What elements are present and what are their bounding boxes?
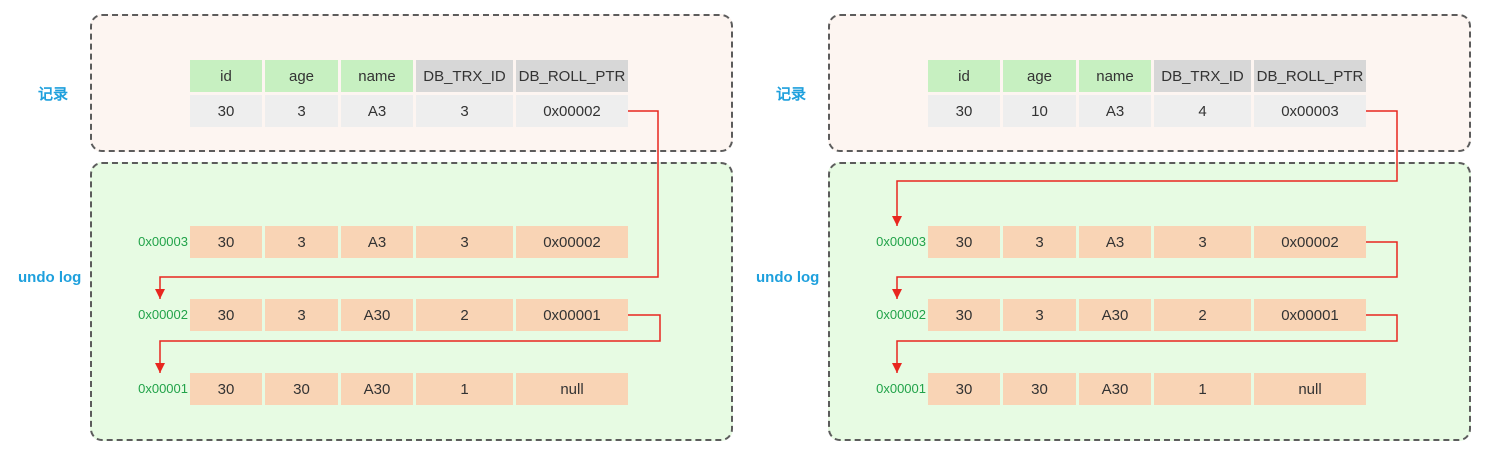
undo-cell-id: 30: [190, 373, 262, 405]
header-id: id: [190, 60, 262, 92]
undo-cell-id: 30: [928, 373, 1000, 405]
undo-cell-db-roll-ptr: null: [1254, 373, 1366, 405]
undo-cell-db-roll-ptr: 0x00001: [1254, 299, 1366, 331]
undo-address: 0x00002: [138, 307, 188, 322]
undo-cell-name: A30: [341, 299, 413, 331]
record-label: 记录: [38, 86, 69, 103]
undo-cell-age: 3: [265, 226, 338, 258]
header-name: name: [1079, 60, 1151, 92]
undo-cell-id: 30: [928, 226, 1000, 258]
undo-cell-db-roll-ptr: 0x00001: [516, 299, 628, 331]
header-db-trx-id: DB_TRX_ID: [416, 60, 513, 92]
undo-cell-age: 3: [265, 299, 338, 331]
header-age: age: [1003, 60, 1076, 92]
undo-cell-db-trx-id: 1: [1154, 373, 1251, 405]
record-cell-age: 10: [1003, 95, 1076, 127]
undo-cell-db-roll-ptr: null: [516, 373, 628, 405]
header-age: age: [265, 60, 338, 92]
record-cell-db-roll-ptr: 0x00003: [1254, 95, 1366, 127]
panel-left: 记录 undo log id age name DB_TRX_ID DB_ROL…: [0, 0, 740, 449]
undo-cell-db-trx-id: 3: [416, 226, 513, 258]
undo-cell-age: 3: [1003, 226, 1076, 258]
undo-log-label: undo log: [756, 269, 820, 286]
undo-cell-name: A30: [1079, 373, 1151, 405]
undo-log-label: undo log: [18, 269, 82, 286]
header-name: name: [341, 60, 413, 92]
record-cell-age: 3: [265, 95, 338, 127]
panel-right: 记录 undo log id age name DB_TRX_ID DB_ROL…: [738, 0, 1478, 449]
undo-address: 0x00001: [876, 381, 926, 396]
undo-cell-db-trx-id: 2: [416, 299, 513, 331]
undo-address: 0x00003: [876, 234, 926, 249]
undo-cell-age: 30: [265, 373, 338, 405]
undo-cell-id: 30: [928, 299, 1000, 331]
record-cell-db-trx-id: 3: [416, 95, 513, 127]
undo-cell-db-trx-id: 1: [416, 373, 513, 405]
undo-cell-id: 30: [190, 299, 262, 331]
header-db-roll-ptr: DB_ROLL_PTR: [516, 60, 628, 92]
record-cell-id: 30: [928, 95, 1000, 127]
record-cell-db-trx-id: 4: [1154, 95, 1251, 127]
undo-cell-db-trx-id: 3: [1154, 226, 1251, 258]
undo-cell-db-roll-ptr: 0x00002: [1254, 226, 1366, 258]
record-label: 记录: [776, 86, 807, 103]
undo-cell-name: A3: [1079, 226, 1151, 258]
header-db-roll-ptr: DB_ROLL_PTR: [1254, 60, 1366, 92]
undo-address: 0x00002: [876, 307, 926, 322]
record-cell-name: A3: [1079, 95, 1151, 127]
record-cell-name: A3: [341, 95, 413, 127]
undo-cell-db-trx-id: 2: [1154, 299, 1251, 331]
header-db-trx-id: DB_TRX_ID: [1154, 60, 1251, 92]
undo-cell-id: 30: [190, 226, 262, 258]
undo-cell-name: A30: [1079, 299, 1151, 331]
undo-cell-name: A3: [341, 226, 413, 258]
undo-cell-age: 3: [1003, 299, 1076, 331]
undo-cell-age: 30: [1003, 373, 1076, 405]
header-id: id: [928, 60, 1000, 92]
undo-address: 0x00001: [138, 381, 188, 396]
undo-address: 0x00003: [138, 234, 188, 249]
undo-cell-db-roll-ptr: 0x00002: [516, 226, 628, 258]
record-cell-id: 30: [190, 95, 262, 127]
record-cell-db-roll-ptr: 0x00002: [516, 95, 628, 127]
undo-cell-name: A30: [341, 373, 413, 405]
